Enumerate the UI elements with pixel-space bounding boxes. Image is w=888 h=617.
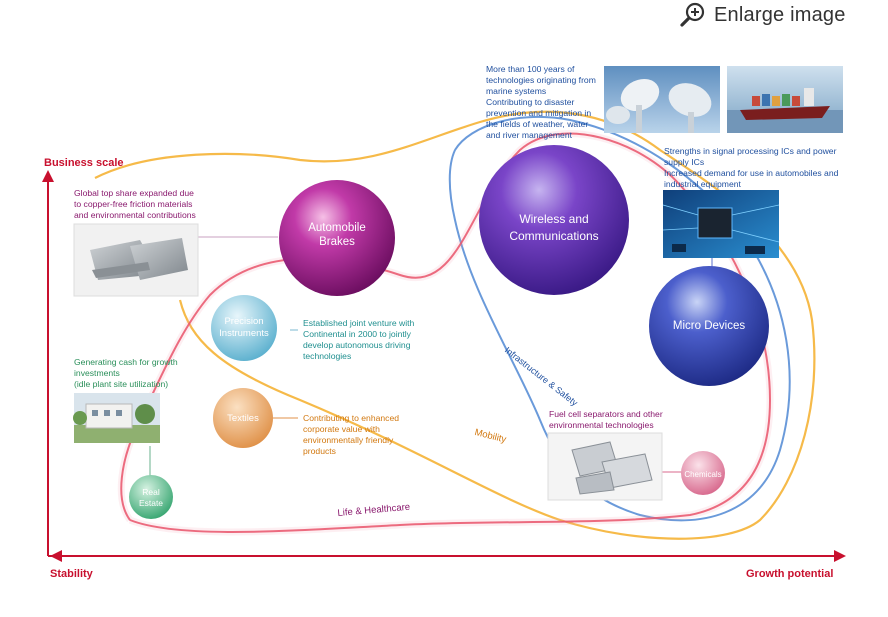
cargo-ship-photo: [727, 66, 843, 133]
bubble-precision: [211, 295, 277, 361]
zoom-in-icon: [680, 2, 705, 27]
life-path-glow: [117, 130, 774, 536]
x-axis-left-label: Stability: [50, 568, 93, 580]
bubble-chemicals: [681, 451, 725, 495]
bubble-micro-devices: [649, 266, 769, 386]
note-signal: Strengths in signal processing ICs and p…: [664, 146, 839, 189]
x-axis-left-arrow: [50, 550, 62, 562]
circuit-board-photo: [662, 190, 780, 258]
mobility-path-outline: [94, 110, 816, 540]
bubble-wireless: [479, 145, 629, 295]
bubble-automobile-brakes: [279, 180, 395, 296]
brake-pads-photo: [73, 223, 199, 297]
y-axis-arrow: [42, 170, 54, 182]
x-axis-right-label: Growth potential: [746, 568, 834, 580]
fuel-cell-photo: [547, 432, 663, 501]
bubble-textiles-label: Textiles: [227, 413, 259, 424]
bubble-textiles: [213, 388, 273, 448]
bubble-precision-label: Precision Instruments: [219, 316, 269, 339]
bubble-automobile-brakes-label: Automobile Brakes: [308, 222, 366, 248]
enlarge-image-label: Enlarge image: [714, 3, 846, 26]
enlarge-image-button[interactable]: Enlarge image: [680, 2, 846, 28]
x-axis-arrow: [834, 550, 846, 562]
bubble-wireless-label: Wireless and Communications: [509, 212, 599, 243]
bubble-micro-devices-label: Micro Devices: [672, 320, 746, 332]
satellite-dishes-photo: [604, 66, 720, 133]
plant-site-photo: [73, 393, 160, 443]
bubble-chemicals-label: Chemicals: [684, 470, 722, 479]
life-path-outline: [120, 132, 772, 533]
bubble-real-estate: [129, 475, 173, 519]
bubble-real-estate-label: Real Estate: [138, 487, 164, 508]
y-axis-label: Business scale: [44, 157, 124, 169]
